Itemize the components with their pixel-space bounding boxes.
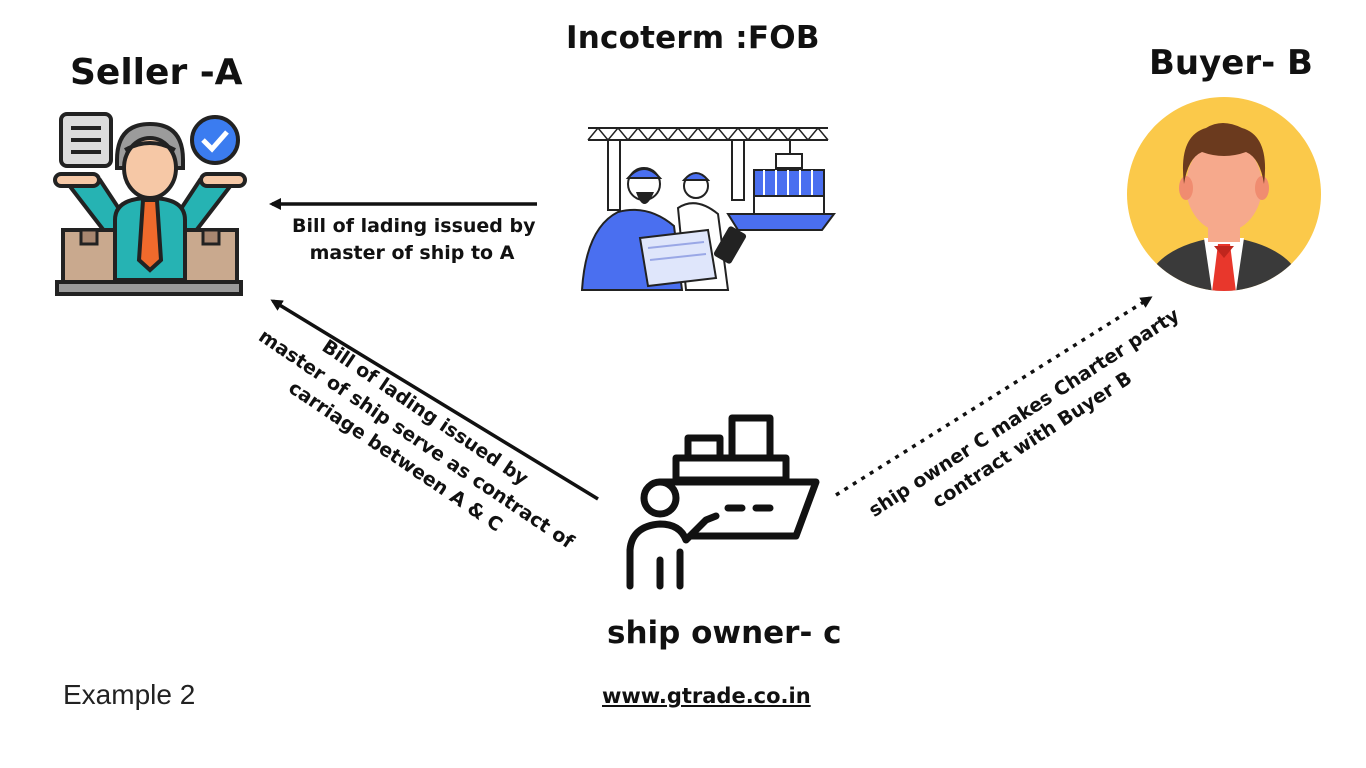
bol-to-a-label: Bill of lading issued by master of ship … <box>292 213 536 266</box>
ship-owner-label: ship owner- c <box>607 615 842 651</box>
bol-to-a-line2: master of ship to A <box>309 241 515 264</box>
buyer-label: Buyer- B <box>1149 43 1313 83</box>
bol-to-a-line1: Bill of lading issued by <box>292 215 536 237</box>
website-link[interactable]: www.gtrade.co.in <box>602 684 811 708</box>
buyer-avatar-icon <box>1127 97 1321 291</box>
seller-icon <box>53 112 247 296</box>
ship-owner-icon <box>626 414 820 590</box>
port-workers-illustration <box>580 126 836 291</box>
example-label: Example 2 <box>63 679 196 710</box>
arrow-bol-contract <box>270 299 599 501</box>
arrow-charter-party <box>835 296 1153 497</box>
diagram-title: Incoterm :FOB <box>566 20 820 56</box>
seller-label: Seller -A <box>70 52 243 93</box>
